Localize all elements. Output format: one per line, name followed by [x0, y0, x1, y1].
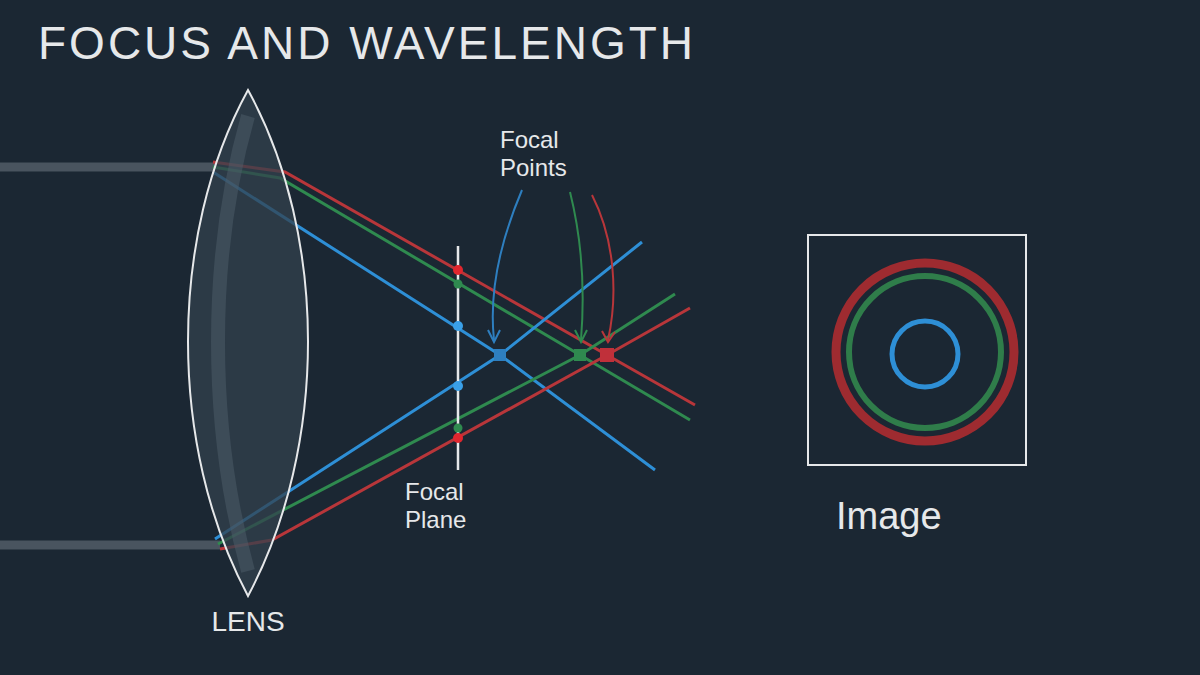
green-dot — [454, 424, 463, 433]
green-ring — [849, 276, 1001, 428]
leader-arrow — [592, 195, 613, 340]
blue-dot — [453, 381, 463, 391]
green-dot — [454, 280, 463, 289]
lens-outline — [188, 90, 308, 596]
leader-arrow — [570, 192, 583, 340]
image-border — [808, 235, 1026, 465]
red-focal-point — [600, 348, 614, 362]
red-dot — [453, 433, 463, 443]
node-label: Image — [836, 495, 942, 538]
red-dot — [453, 265, 463, 275]
blue-ring — [892, 321, 958, 387]
node-label: LENS — [211, 606, 284, 638]
lens-shape-outline — [178, 86, 318, 646]
lens-sheen — [218, 116, 248, 571]
green-focal-point — [574, 349, 586, 361]
image-frame: Image — [806, 233, 1028, 563]
title: FOCUS AND WAVELENGTH — [38, 16, 696, 70]
red-ring — [836, 263, 1014, 441]
focal-points-label: Focal Points — [500, 126, 595, 181]
arrow-head — [575, 330, 587, 342]
focal-plane-label: Focal Plane — [405, 478, 495, 533]
arrow-head — [602, 331, 615, 342]
blue-focal-point — [494, 349, 506, 361]
leader-arrow — [493, 190, 522, 340]
lens-shape: LENS — [178, 86, 318, 646]
incoming-beam — [0, 541, 220, 550]
incoming-beam — [0, 163, 215, 172]
arrow-head — [488, 330, 500, 342]
blue-dot — [453, 321, 463, 331]
